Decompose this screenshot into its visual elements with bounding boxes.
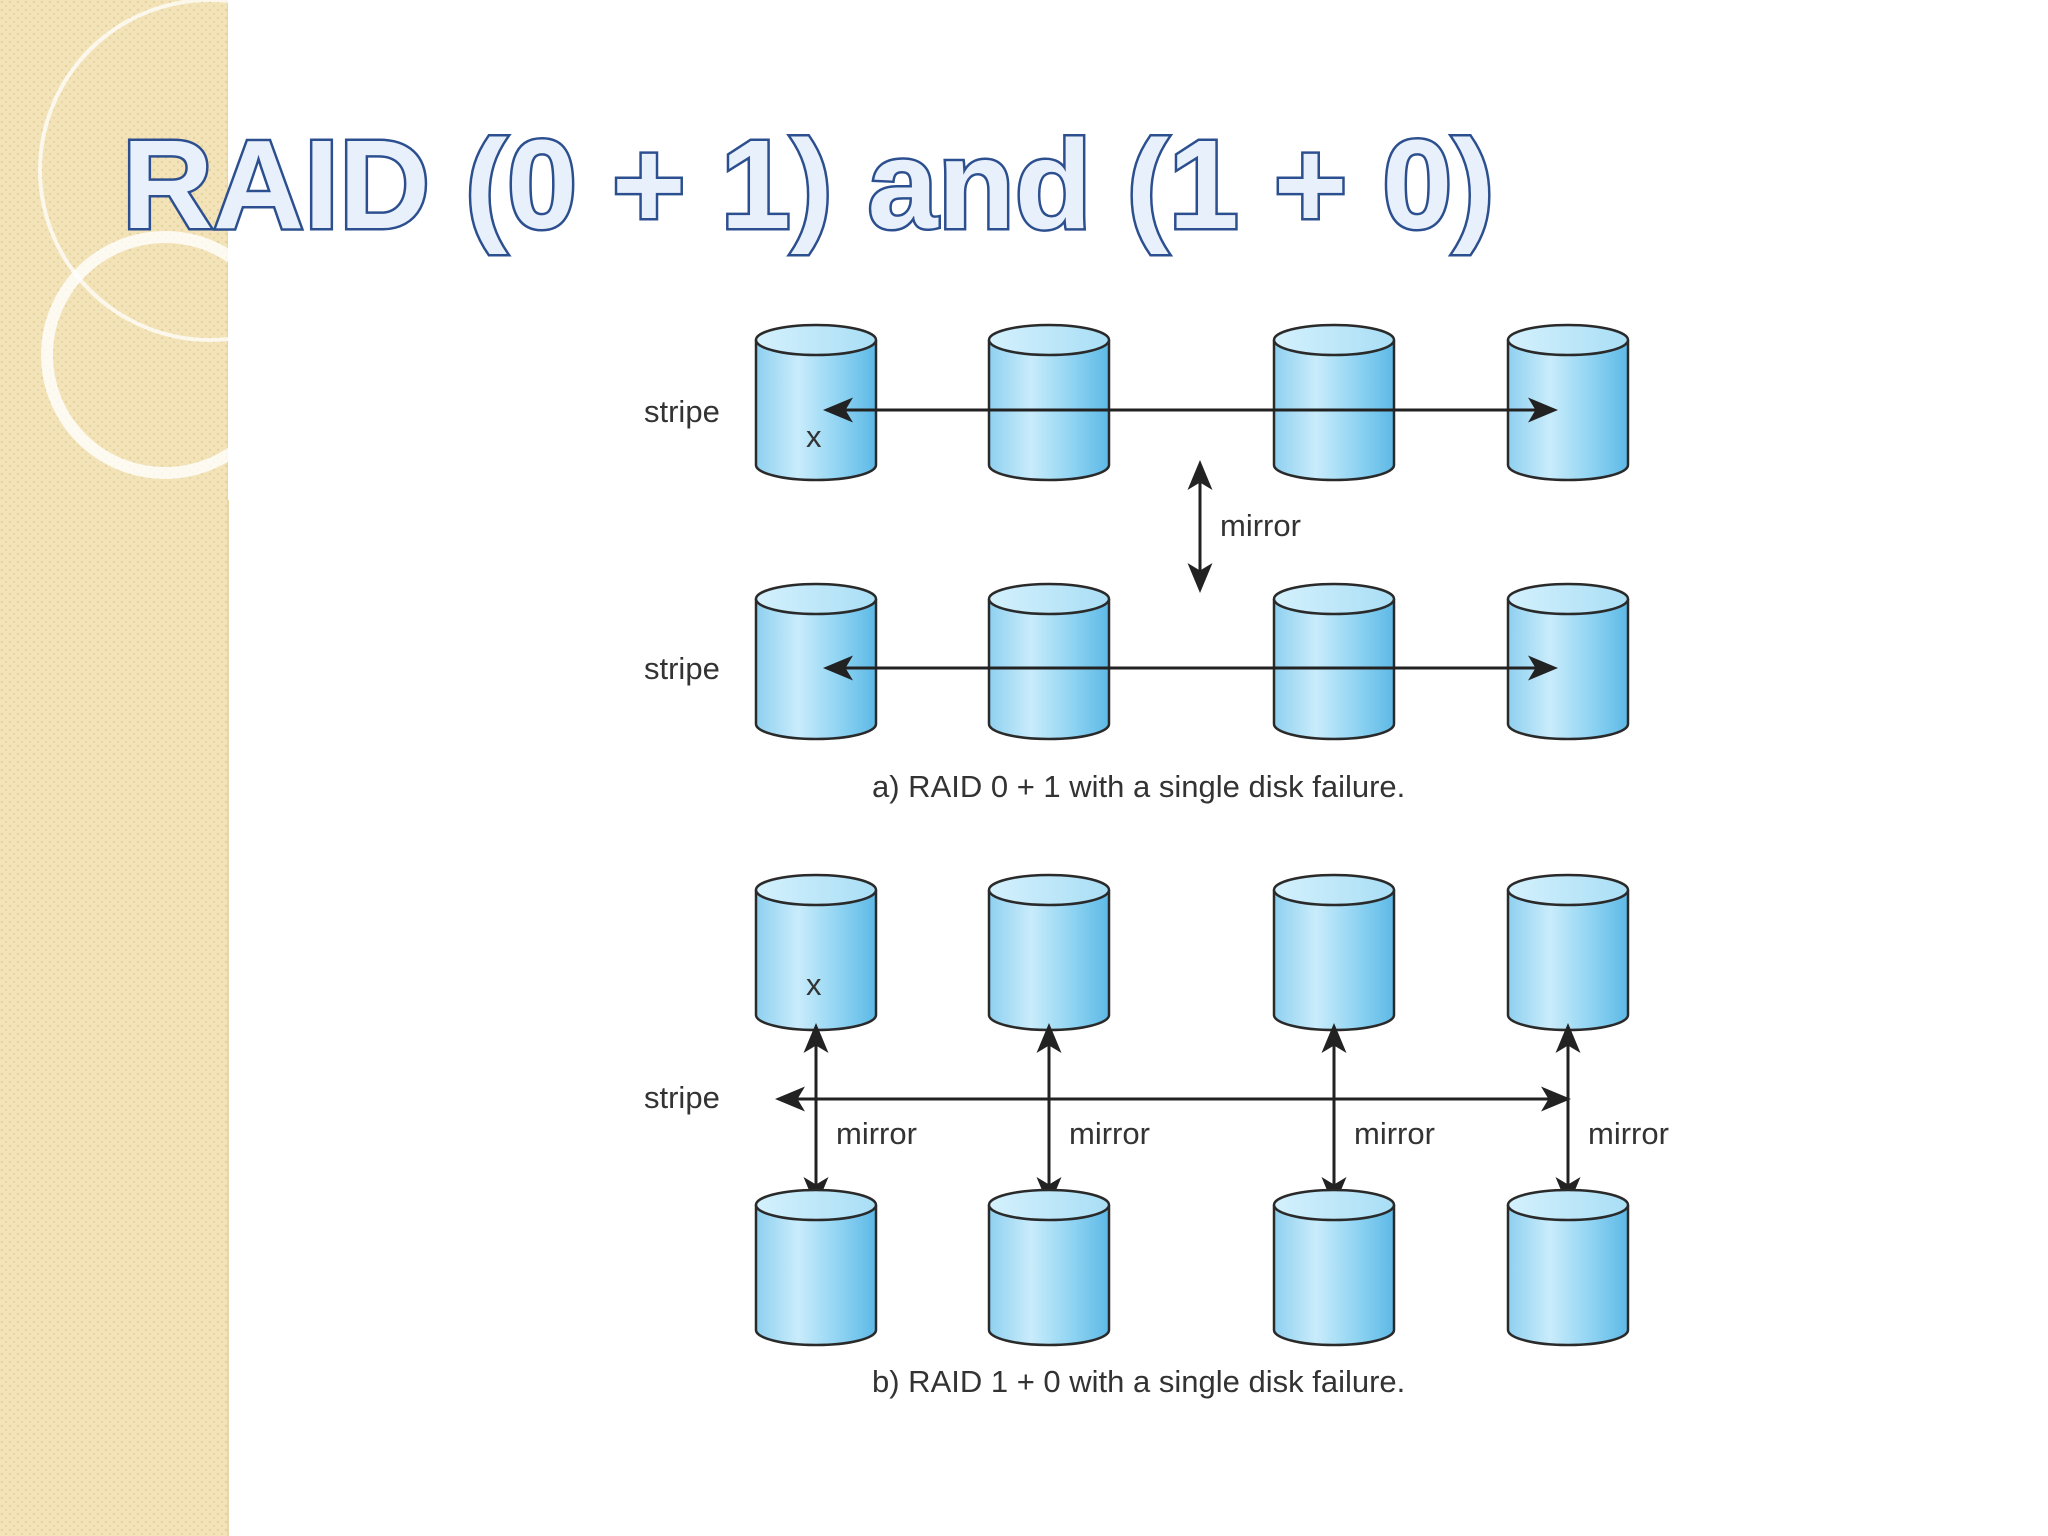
mirror-label-b: mirror: [1069, 1116, 1150, 1151]
disk-icon: [1272, 582, 1396, 741]
mirror-label-a: mirror: [1220, 508, 1301, 543]
diagram-raid-1-0: x stripe mirror mirror mirror mirror: [644, 873, 1669, 1399]
caption-a: a) RAID 0 + 1 with a single disk failure…: [872, 769, 1405, 804]
stripe-label-a-bottom: stripe: [644, 651, 720, 686]
stripe-label-a-top: stripe: [644, 394, 720, 429]
disk-icon: [987, 1188, 1111, 1347]
disk-icon: [987, 873, 1111, 1032]
caption-b: b) RAID 1 + 0 with a single disk failure…: [872, 1364, 1405, 1399]
sidebar-decoration: [0, 0, 382, 1536]
diagram-raid-0-1: stripe x mirror stripe a) RA: [644, 323, 1630, 804]
disk-icon: [1272, 1188, 1396, 1347]
disk-icon: [987, 323, 1111, 482]
disk-array-b-bottom: [754, 1188, 1630, 1347]
disk-icon: [987, 582, 1111, 741]
disk-icon: [1506, 582, 1630, 741]
disk-icon: [754, 873, 878, 1032]
failed-disk-mark-b: x: [806, 967, 822, 1002]
disk-icon: [754, 1188, 878, 1347]
disk-icon: [754, 323, 878, 482]
stripe-label-b: stripe: [644, 1080, 720, 1115]
disk-icon: [754, 582, 878, 741]
mirror-label-b: mirror: [1354, 1116, 1435, 1151]
slide-title: RAID (0 + 1) and (1 + 0): [122, 114, 1494, 255]
disk-array-a-top: [754, 323, 1630, 482]
disk-icon: [1506, 323, 1630, 482]
disk-icon: [1506, 1188, 1630, 1347]
mirror-label-clip: mirror: [1588, 1116, 1669, 1151]
disk-icon: [1506, 873, 1630, 1032]
failed-disk-mark-a: x: [806, 419, 822, 454]
mirror-label-b: mirror: [1588, 1116, 1669, 1151]
disk-array-b-top: [754, 873, 1630, 1032]
disk-icon: [1272, 873, 1396, 1032]
disk-icon: [1272, 323, 1396, 482]
mirror-label-b: mirror: [836, 1116, 917, 1151]
disk-array-a-bottom: [754, 582, 1630, 741]
